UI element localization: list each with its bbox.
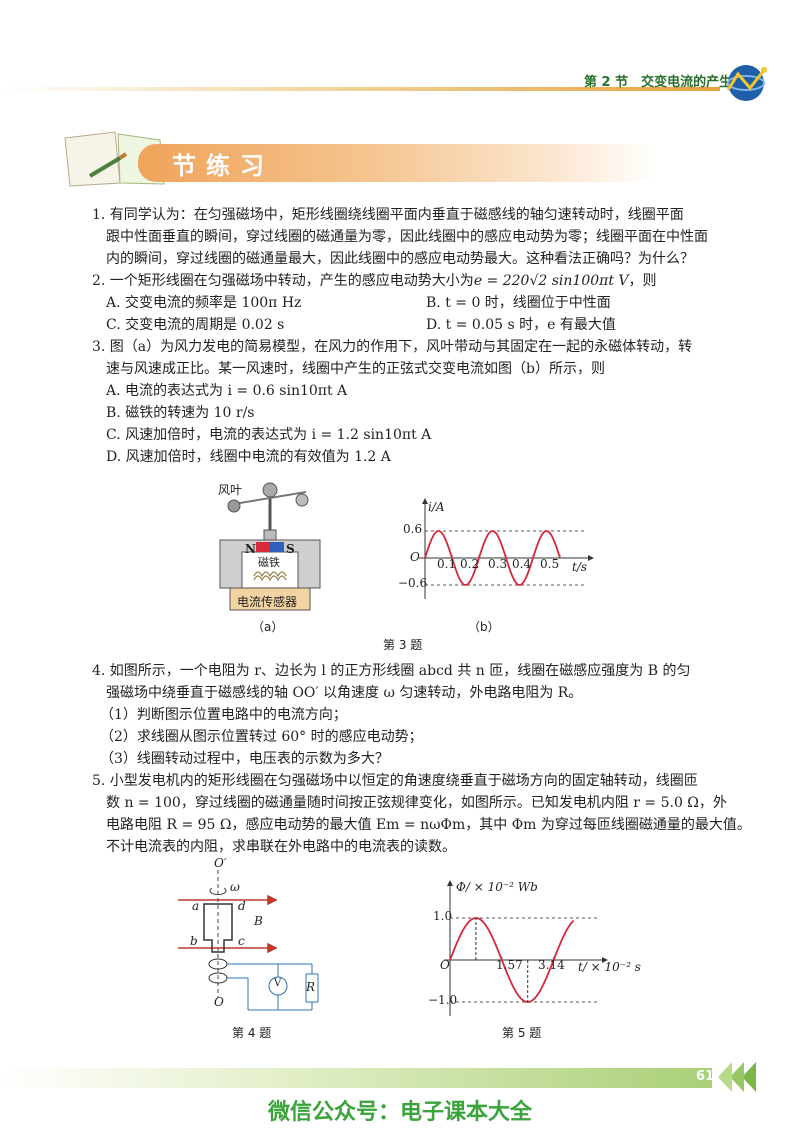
q3-line2: 速与风速成正比。某一风速时，线圈中产生的正弦式交变电流如图（b）所示，则 [106, 361, 605, 377]
banner-title: 节练习 [172, 152, 274, 180]
q2-option-d: D. t = 0.05 s 时，e 有最大值 [426, 317, 616, 333]
x-axis-arrow-icon [588, 555, 594, 561]
page-number: 61 [696, 1069, 715, 1084]
figure-3a-wind-generator [219, 482, 321, 611]
series-line [449, 917, 575, 1003]
q1-line1: 1. 有同学认为：在匀强磁场中，矩形线圈绕线圈平面内垂直于磁感线的轴匀速转动时，… [92, 207, 684, 223]
chart3-xlabel: t/s [572, 560, 588, 574]
fig4-c: c [238, 934, 245, 948]
q4-line1: 4. 如图所示，一个电阻为 r、边长为 l 的正方形线圈 abcd 共 n 匝，… [92, 663, 691, 679]
header-section-title: 第 2 节 交变电流的产生 [584, 75, 733, 90]
footer-bar [0, 1068, 712, 1088]
y-axis-arrow-icon [447, 880, 453, 886]
q5-line4: 不计电流表的内阻，求串联在外电路中的电流表的读数。 [106, 839, 456, 855]
q2-formula: e = 220√2 sin100πt V [473, 273, 629, 289]
caption-5: 第 5 题 [502, 1026, 542, 1040]
chart3-xtick-2: 0.2 [460, 557, 480, 571]
chart3-ylabel: i/A [428, 500, 445, 514]
q2-stem: 2. 一个矩形线圈在匀强磁场中转动，产生的感应电动势大小为e = 220√2 s… [92, 270, 657, 292]
q4-sub1: （1）判断图示位置电路中的电流方向； [100, 707, 347, 723]
q3-option-b: B. 磁铁的转速为 10 r/s [106, 405, 255, 421]
chevron-arrows-icon [718, 1062, 756, 1092]
fig4-B: B [254, 914, 263, 928]
fig4-b: b [190, 934, 198, 948]
q2-option-c: C. 交变电流的周期是 0.02 s [106, 317, 285, 333]
chart5-xlabel: t/ × 10⁻² s [578, 960, 641, 974]
q5-line1: 5. 小型发电机内的矩形线圈在匀强磁场中以恒定的角速度绕垂直于磁场方向的固定轴转… [92, 773, 698, 789]
chart-3b-current [419, 498, 594, 599]
q2-option-b: B. t = 0 时，线圈位于中性面 [426, 295, 611, 311]
q3-line1: 3. 图（a）为风力发电的简易模型，在风力的作用下，风叶带动与其固定在一起的永磁… [92, 339, 693, 355]
q2-option-a: A. 交变电流的频率是 100π Hz [106, 295, 302, 311]
fig4-R: R [306, 980, 316, 994]
chart5-xtick-1: 1.57 [496, 958, 523, 972]
series-line [424, 530, 561, 586]
caption-3a: （a） [252, 620, 284, 634]
fig4-a: a [192, 899, 200, 913]
q1-line3: 内的瞬间，穿过线圈的磁通量最大，因此线圈中的感应电动势最大。这种看法正确吗？为什… [106, 251, 694, 267]
label-fengye: 风叶 [218, 483, 243, 497]
x-axis-arrow-icon [602, 957, 608, 963]
chart3-ytick-bottom: −0.6 [398, 576, 428, 590]
fig4-omega: ω [230, 880, 240, 894]
wechat-watermark: 微信公众号：电子课本大全 [267, 1100, 532, 1125]
q3-option-a: A. 电流的表达式为 i = 0.6 sin10πt A [106, 383, 348, 399]
chart5-xtick-2: 3.14 [538, 958, 565, 972]
chart3-xtick-4: 0.4 [512, 557, 532, 571]
caption-3: 第 3 题 [383, 638, 423, 652]
globe-logo-icon [726, 65, 767, 101]
header-rule [0, 87, 720, 91]
q3-option-d: D. 风速加倍时，线圈中电流的有效值为 1.2 A [106, 449, 391, 465]
q4-sub3: （3）线圈转动过程中，电压表的示数为多大？ [100, 751, 389, 767]
q2-stem-a: 2. 一个矩形线圈在匀强磁场中转动，产生的感应电动势大小为 [92, 273, 474, 289]
label-N: N [245, 542, 256, 556]
q4-line2: 强磁场中绕垂直于磁感线的轴 OO′ 以角速度 ω 匀速转动，外电路电阻为 R。 [106, 685, 583, 701]
voltmeter-icon: V [274, 978, 282, 989]
caption-4: 第 4 题 [232, 1026, 272, 1040]
caption-3b: （b） [468, 620, 500, 634]
chart5-origin: O [440, 958, 450, 972]
fig4-d: d [238, 899, 246, 913]
chart3-xtick-3: 0.3 [488, 557, 508, 571]
q5-line2: 数 n = 100，穿过线圈的磁通量随时间按正弦规律变化，如图所示。已知发电机内… [106, 795, 727, 811]
q5-line3: 电路电阻 R = 95 Ω，感应电动势的最大值 Em = nωΦm，其中 Φm … [106, 817, 751, 833]
chart3-origin: O [410, 550, 420, 564]
label-citie: 磁铁 [258, 556, 280, 569]
chart5-ytick-top: 1.0 [433, 909, 453, 923]
section-banner [138, 144, 656, 182]
q4-sub2: （2）求线圈从图示位置转过 60° 时的感应电动势； [100, 729, 423, 745]
chart5-ylabel: Φ/ × 10⁻² Wb [456, 880, 538, 894]
fig4-O-top: O′ [214, 856, 227, 870]
q3-option-c: C. 风速加倍时，电流的表达式为 i = 1.2 sin10πt A [106, 427, 432, 443]
q2-stem-b: ，则 [628, 273, 657, 289]
chart3-ytick-top: 0.6 [403, 522, 423, 536]
chart3-xtick-1: 0.1 [437, 557, 457, 571]
fig4-O-bottom: O [214, 995, 224, 1009]
chart3-xtick-5: 0.5 [540, 557, 560, 571]
chart-5-flux [444, 880, 608, 1016]
chart5-ytick-bottom: −1.0 [428, 993, 458, 1007]
label-S: S [286, 542, 295, 556]
y-axis-arrow-icon [422, 498, 428, 504]
label-sensor: 电流传感器 [237, 595, 298, 609]
figure-4-coil-circuit [178, 870, 319, 1011]
q1-line2: 跟中性面垂直的瞬间，穿过线圈的磁通量为零，因此线圈中的感应电动势为零；线圈平面在… [106, 229, 708, 245]
